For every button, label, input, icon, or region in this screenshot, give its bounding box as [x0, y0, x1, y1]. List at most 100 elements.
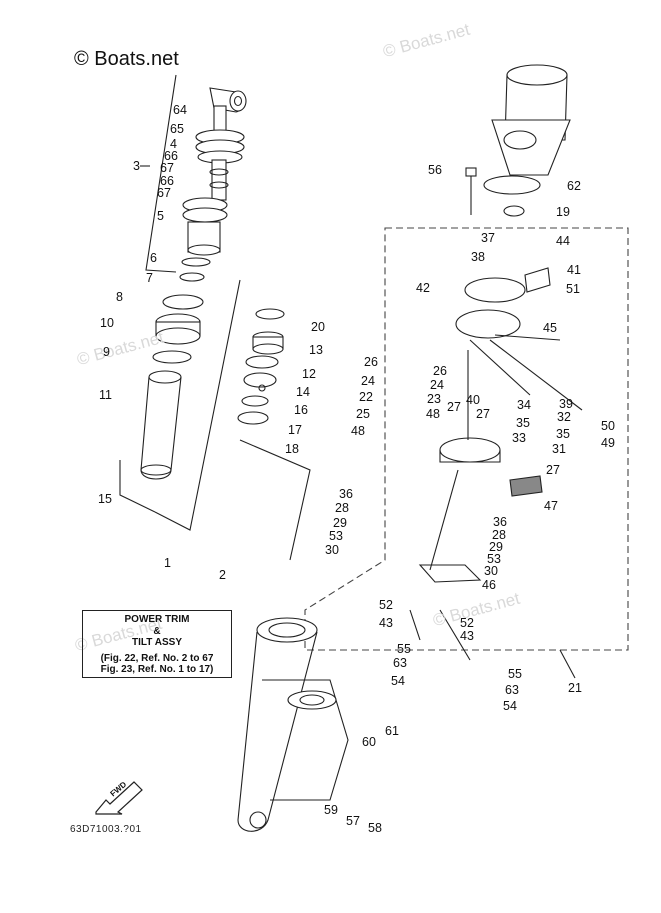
callout-1: 1	[164, 556, 171, 570]
callout-24: 24	[361, 374, 375, 388]
callout-21: 21	[568, 681, 582, 695]
callout-60: 60	[362, 735, 376, 749]
callout-35-b: 35	[556, 427, 570, 441]
callout-66-b: 66	[160, 174, 174, 188]
callout-7: 7	[146, 271, 153, 285]
callout-46: 46	[482, 578, 496, 592]
callout-38: 38	[471, 250, 485, 264]
callout-57: 57	[346, 814, 360, 828]
callout-10: 10	[100, 316, 114, 330]
callout-9: 9	[103, 345, 110, 359]
callout-47: 47	[544, 499, 558, 513]
cylinder-cap-10	[155, 313, 201, 345]
callout-39: 39	[559, 397, 573, 411]
callout-52: 52	[379, 598, 393, 612]
callout-27-b: 27	[476, 407, 490, 421]
callout-29-b: 29	[489, 540, 503, 554]
bolt-56	[465, 167, 477, 215]
callout-53: 53	[329, 529, 343, 543]
callout-53-b: 53	[487, 552, 501, 566]
callout-35: 35	[516, 416, 530, 430]
callout-43-b: 43	[460, 629, 474, 643]
callout-67-b: 67	[157, 186, 171, 200]
callout-27: 27	[447, 400, 461, 414]
callout-55-b: 55	[508, 667, 522, 681]
callout-58: 58	[368, 821, 382, 835]
callout-49: 49	[601, 436, 615, 450]
callout-51: 51	[566, 282, 580, 296]
plate-46	[418, 564, 482, 583]
callout-54-b: 54	[503, 699, 517, 713]
copyright-notice: © Boats.net	[74, 48, 179, 70]
callout-45: 45	[543, 321, 557, 335]
callout-28-b: 28	[492, 528, 506, 542]
piston-13	[252, 331, 284, 355]
callout-26-b: 26	[433, 364, 447, 378]
callout-6: 6	[150, 251, 157, 265]
callout-36-b: 36	[493, 515, 507, 529]
pump-plate-42	[464, 277, 526, 303]
pump-body-45	[455, 309, 521, 339]
callout-32: 32	[557, 410, 571, 424]
fwd-arrow-icon	[95, 781, 143, 815]
callout-15: 15	[98, 492, 112, 506]
callout-2: 2	[219, 568, 226, 582]
callout-3: 3	[133, 159, 140, 173]
info-ampersand: &	[153, 625, 161, 637]
callout-59: 59	[324, 803, 338, 817]
callout-23: 23	[427, 392, 441, 406]
callout-25: 25	[356, 407, 370, 421]
callout-48-b: 48	[351, 424, 365, 438]
callout-20: 20	[311, 320, 325, 334]
part-19	[503, 205, 525, 217]
callout-12: 12	[302, 367, 316, 381]
callout-34: 34	[517, 398, 531, 412]
assembly-info-box: POWER TRIM & TILT ASSY (Fig. 22, Ref. No…	[82, 610, 232, 678]
oring-8	[162, 294, 204, 310]
info-title: POWER TRIM	[124, 614, 190, 625]
callout-13: 13	[309, 343, 323, 357]
callout-56: 56	[428, 163, 442, 177]
callout-64: 64	[173, 103, 187, 117]
callout-66: 66	[164, 149, 178, 163]
callout-11: 11	[99, 388, 112, 402]
callout-52-b: 52	[460, 616, 474, 630]
callout-18: 18	[285, 442, 299, 456]
callout-63: 63	[393, 656, 407, 670]
callout-14: 14	[296, 385, 310, 399]
callout-30-b: 30	[484, 564, 498, 578]
callout-43: 43	[379, 616, 393, 630]
piston-14	[243, 372, 277, 388]
bracket-3	[145, 74, 177, 273]
callout-44: 44	[556, 234, 570, 248]
circlip-18	[237, 411, 269, 425]
ball-16	[258, 384, 266, 392]
callout-16: 16	[294, 403, 308, 417]
callout-63-b: 63	[505, 683, 519, 697]
callout-17: 17	[288, 423, 302, 437]
callout-65: 65	[170, 122, 184, 136]
filter-47	[509, 475, 543, 497]
callout-line-21	[559, 649, 576, 679]
washer-17	[241, 395, 269, 407]
oring-9	[152, 350, 192, 364]
callout-22: 22	[359, 390, 373, 404]
callout-8: 8	[116, 290, 123, 304]
callout-36: 36	[339, 487, 353, 501]
bracket-15	[119, 460, 156, 513]
callout-41: 41	[567, 263, 581, 277]
valve-body-27	[439, 437, 501, 463]
motor	[491, 64, 571, 176]
info-subtitle: TILT ASSY	[132, 637, 182, 648]
cylinder-housing-2	[237, 617, 349, 832]
callout-54: 54	[391, 674, 405, 688]
callout-30: 30	[325, 543, 339, 557]
callout-26: 26	[364, 355, 378, 369]
power-trim-group-outline	[304, 227, 629, 651]
callout-48: 48	[426, 407, 440, 421]
diagram-code: 63D71003.?01	[70, 824, 142, 835]
callout-28: 28	[335, 501, 349, 515]
callout-42: 42	[416, 281, 430, 295]
